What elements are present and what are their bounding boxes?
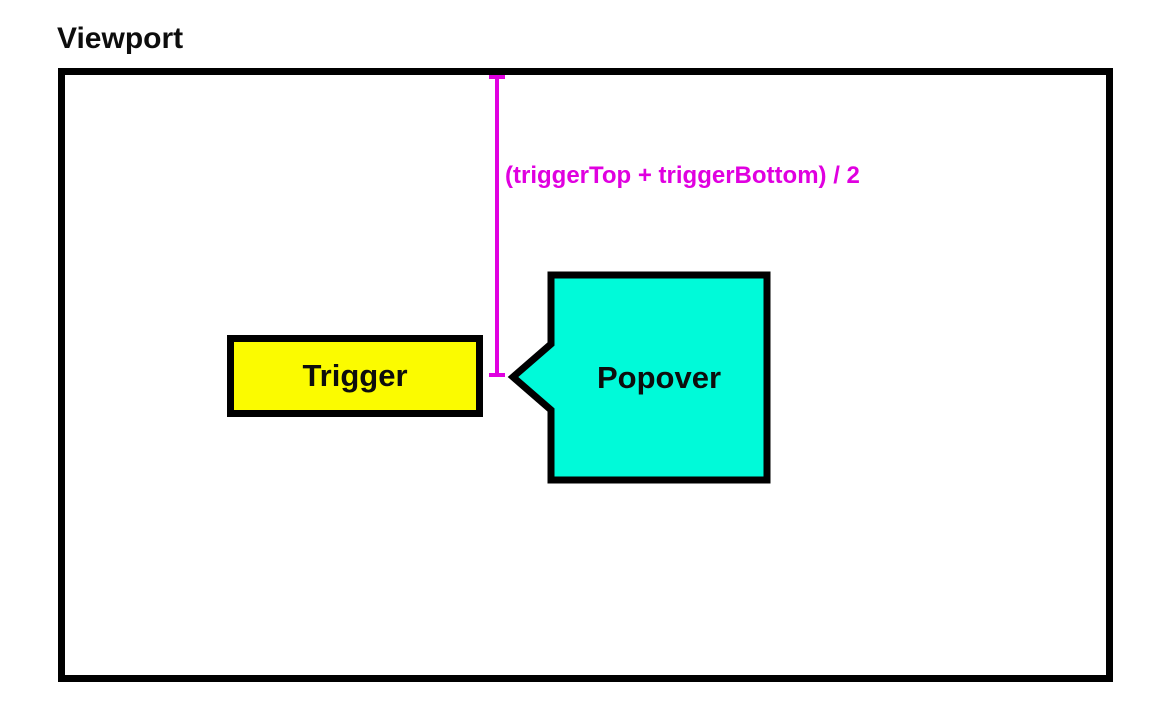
popover-shape: [507, 271, 771, 484]
trigger-box: Trigger: [227, 335, 483, 417]
viewport-box: [58, 68, 1113, 682]
viewport-label: Viewport: [57, 22, 184, 55]
measurement-label: (triggerTop + triggerBottom) / 2: [505, 162, 860, 189]
popover-body-with-arrow: [507, 271, 771, 484]
measurement-cap-bottom: [489, 373, 505, 377]
trigger-label: Trigger: [302, 358, 408, 393]
measurement-line: [495, 75, 499, 377]
